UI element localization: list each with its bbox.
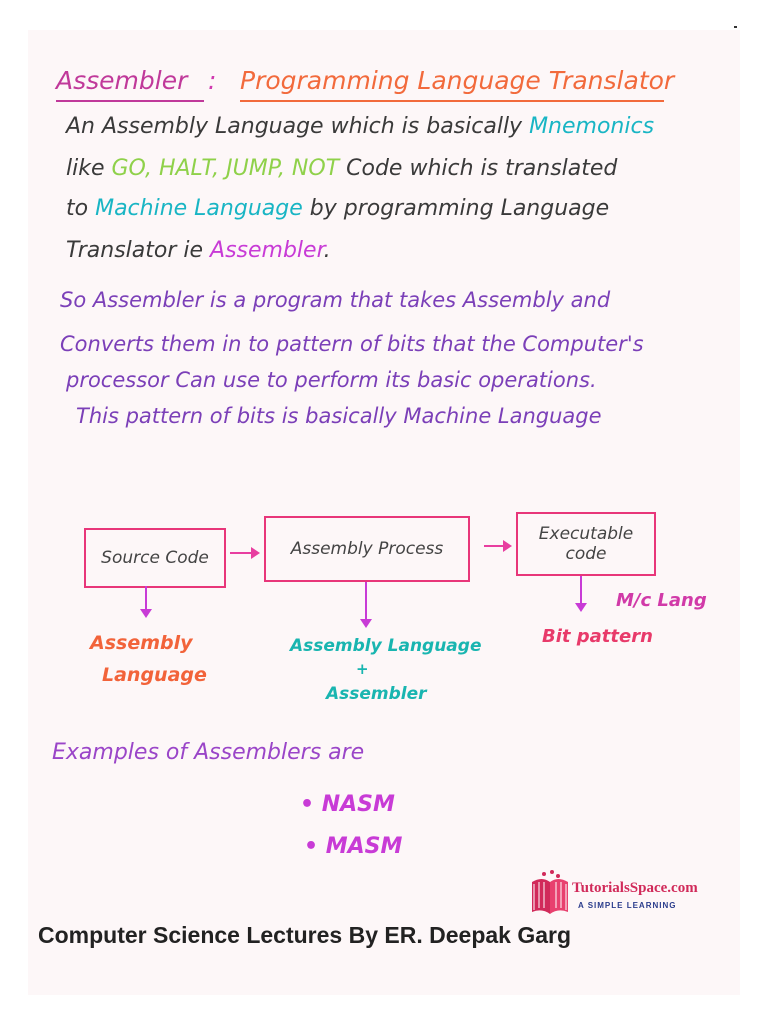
arrow-down-icon [360, 582, 372, 628]
logo-name: TutorialsSpace.com [572, 880, 698, 896]
para1-segment: Mnemonics [529, 114, 655, 139]
para2-line: processor Can use to perform its basic o… [66, 368, 597, 392]
label-assembly-language-2: Language [102, 664, 207, 686]
para2-line: So Assembler is a program that takes Ass… [60, 288, 611, 312]
label-assembly-language-1: Assembly [90, 632, 193, 654]
para1-segment: by programming Language [302, 196, 610, 221]
para1-line: like GO, HALT, JUMP, NOT Code which is t… [66, 156, 617, 181]
example-item-nasm: • NASM [300, 792, 395, 817]
para1-line: An Assembly Language which is basically … [66, 114, 654, 139]
executable-code-box: Executable code [516, 512, 656, 576]
arrow-right-icon [230, 547, 260, 559]
title-underline-left [56, 100, 204, 102]
label-machine-lang: M/c Lang [616, 590, 707, 611]
label-plus: + [356, 660, 369, 678]
example-item-masm: • MASM [304, 834, 403, 859]
para1-segment: like [66, 156, 112, 181]
source-code-box: Source Code [84, 528, 226, 588]
title-translator: Programming Language Translator [240, 66, 675, 95]
para2-line: Converts them in to pattern of bits that… [60, 332, 644, 356]
para1-segment: Machine Language [95, 196, 303, 221]
logo-tagline: A SIMPLE LEARNING [578, 901, 677, 910]
label-assembly-language-assembler-2: Assembler [326, 684, 427, 704]
para2-line: This pattern of bits is basically Machin… [76, 404, 602, 428]
label-bit-pattern: Bit pattern [542, 626, 653, 647]
title-colon: : [208, 66, 217, 95]
assembly-process-box: Assembly Process [264, 516, 470, 582]
arrow-down-icon [140, 586, 152, 618]
title-underline-right [240, 100, 664, 102]
para1-segment: Code which is translated [339, 156, 618, 181]
arrow-right-icon [484, 540, 512, 552]
arrow-down-icon [575, 576, 587, 612]
para1-segment: An Assembly Language which is basically [66, 114, 530, 139]
para1-segment: to [66, 196, 96, 221]
corner-mark [734, 26, 737, 28]
para1-segment: . [323, 238, 331, 263]
examples-heading: Examples of Assemblers are [52, 740, 365, 765]
para1-line: to Machine Language by programming Langu… [66, 196, 609, 221]
para1-line: Translator ie Assembler. [66, 238, 331, 263]
label-assembly-language-assembler-1: Assembly Language [290, 636, 482, 656]
footer-credit: Computer Science Lectures By ER. Deepak … [38, 922, 572, 948]
title-assembler: Assembler [56, 66, 188, 95]
tutorialsspace-logo: TutorialsSpace.com A SIMPLE LEARNING [528, 868, 728, 918]
para1-segment: GO, HALT, JUMP, NOT [111, 156, 340, 181]
para1-segment: Assembler [210, 238, 324, 263]
open-book-logo-icon [532, 870, 568, 914]
para1-segment: Translator ie [66, 238, 211, 263]
